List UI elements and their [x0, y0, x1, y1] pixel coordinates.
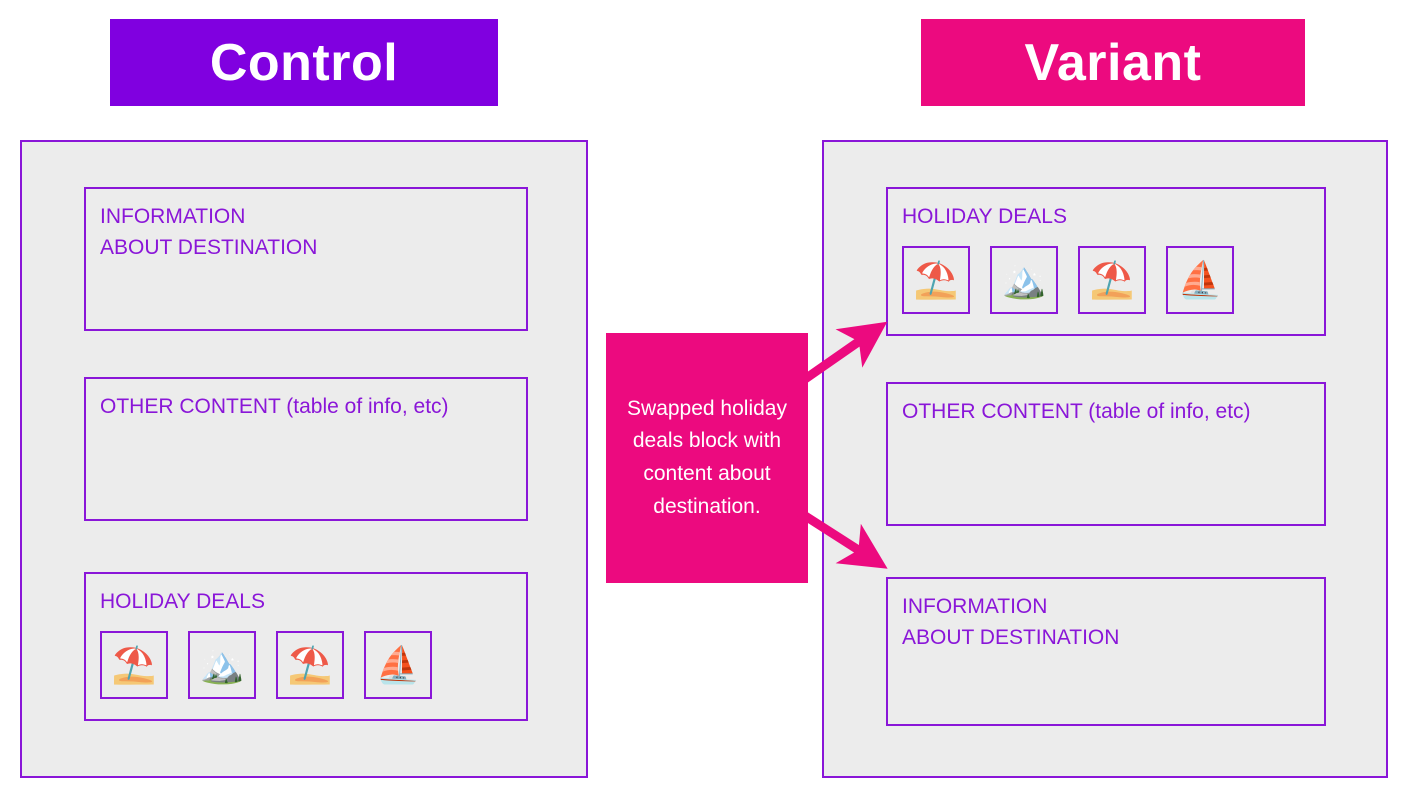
variant-block-information-about-destination: INFORMATION ABOUT DESTINATION: [886, 577, 1326, 726]
control-block-holiday-deals: HOLIDAY DEALS ⛱️ 🏔️ ⛱️ ⛵: [84, 572, 528, 721]
control-wireframe-panel: INFORMATION ABOUT DESTINATION OTHER CONT…: [20, 140, 588, 778]
control-holiday-deals-label: HOLIDAY DEALS: [100, 590, 265, 613]
control-deal-tile-list: ⛱️ 🏔️ ⛱️ ⛵: [100, 631, 432, 699]
sailboat-icon: ⛵: [375, 644, 421, 685]
control-deal-tile[interactable]: ⛵: [364, 631, 432, 699]
control-deal-tile[interactable]: ⛱️: [276, 631, 344, 699]
control-banner: Control: [110, 19, 498, 106]
variant-deal-tile[interactable]: 🏔️: [990, 246, 1058, 314]
variant-information-label: INFORMATION ABOUT DESTINATION: [902, 595, 1120, 650]
callout-text: Swapped holiday deals block with content…: [627, 396, 787, 518]
beach-umbrella-icon: ⛱️: [913, 259, 959, 300]
mountain-icon: 🏔️: [1001, 259, 1047, 300]
variant-deal-tile[interactable]: ⛱️: [1078, 246, 1146, 314]
variant-wireframe-panel: HOLIDAY DEALS ⛱️ 🏔️ ⛱️ ⛵ OTHER CONTENT (…: [822, 140, 1388, 778]
control-deal-tile[interactable]: 🏔️: [188, 631, 256, 699]
mountain-icon: 🏔️: [199, 644, 245, 685]
variant-block-other-content: OTHER CONTENT (table of info, etc): [886, 382, 1326, 526]
control-information-label: INFORMATION ABOUT DESTINATION: [100, 205, 318, 260]
control-deal-tile[interactable]: ⛱️: [100, 631, 168, 699]
callout-box: Swapped holiday deals block with content…: [606, 333, 808, 583]
sailboat-icon: ⛵: [1177, 259, 1223, 300]
variant-other-content-label: OTHER CONTENT (table of info, etc): [902, 400, 1251, 423]
variant-banner-label: Variant: [1024, 33, 1202, 92]
control-banner-label: Control: [209, 33, 399, 92]
control-block-other-content: OTHER CONTENT (table of info, etc): [84, 377, 528, 521]
control-other-content-label: OTHER CONTENT (table of info, etc): [100, 395, 449, 418]
variant-deal-tile[interactable]: ⛱️: [902, 246, 970, 314]
variant-block-holiday-deals: HOLIDAY DEALS ⛱️ 🏔️ ⛱️ ⛵: [886, 187, 1326, 336]
beach-umbrella-icon: ⛱️: [1089, 259, 1135, 300]
beach-umbrella-icon: ⛱️: [111, 644, 157, 685]
control-block-information-about-destination: INFORMATION ABOUT DESTINATION: [84, 187, 528, 331]
variant-holiday-deals-label: HOLIDAY DEALS: [902, 205, 1067, 228]
beach-umbrella-icon: ⛱️: [287, 644, 333, 685]
variant-deal-tile-list: ⛱️ 🏔️ ⛱️ ⛵: [902, 246, 1234, 314]
variant-banner: Variant: [921, 19, 1305, 106]
variant-deal-tile[interactable]: ⛵: [1166, 246, 1234, 314]
